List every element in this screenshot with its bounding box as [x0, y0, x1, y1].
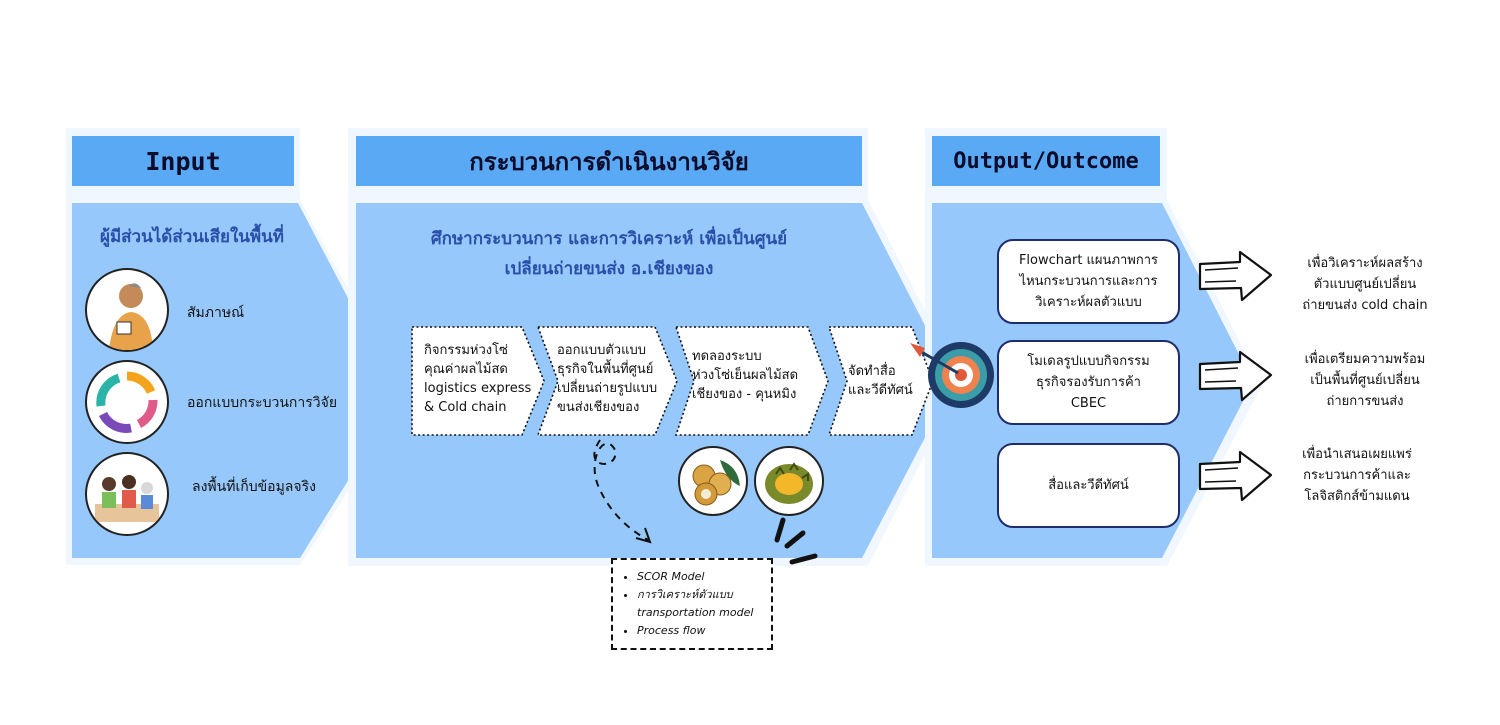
step-shape-4 — [827, 326, 934, 436]
process-header: กระบวนการดำเนินงานวิจัย — [356, 136, 862, 186]
input-header: Input — [72, 136, 294, 186]
step-shape-1 — [411, 326, 545, 436]
output-box-2-line-1: โมเดลรูปแบบกิจกรรม — [1027, 354, 1150, 369]
step-3-line-2: ห่วงโซ่เย็นผลไม้สด — [692, 368, 799, 383]
durian-fruit-icon — [754, 446, 824, 516]
step-4-line-2: และวีดีทัศน์ — [848, 383, 913, 398]
input-title: ผู้มีส่วนได้ส่วนเสียในพื้นที่ — [100, 227, 284, 247]
methods-note: SCOR Model การวิเคราะห์ตัวแบบ transporta… — [611, 558, 773, 650]
step-2-line-3: เปลี่ยนถ่ายรูปแบบ — [557, 381, 658, 396]
note-item-2: การวิเคราะห์ตัวแบบ transportation model — [637, 586, 765, 622]
output-box-3: สื่อและวีดีทัศน์ — [997, 443, 1180, 528]
output-box-1-line-3: วิเคราะห์ผลตัวแบบ — [1035, 295, 1142, 310]
note-item-1: SCOR Model — [637, 568, 765, 586]
process-title: ศึกษากระบวนการ และการวิเคราะห์ เพื่อเป็น… — [372, 224, 846, 284]
step-4-line-1: จัดทำสื่อ — [848, 364, 896, 379]
result-3-line-2: กระบวนการค้าและ — [1303, 468, 1411, 483]
result-3: เพื่อนำเสนอเผยแพร่ กระบวนการค้าและ โลจิส… — [1272, 444, 1442, 507]
step-3-line-1: ทดลองระบบ — [692, 349, 762, 364]
input-item-label-2: ออกแบบกระบวนการวิจัย — [187, 395, 338, 411]
result-2-line-2: เป็นพื้นที่ศูนย์เปลี่ยน — [1310, 373, 1420, 388]
output-header: Output/Outcome — [932, 136, 1160, 186]
target-arrow-icon — [910, 342, 994, 408]
result-3-line-3: โลจิสติกส์ข้ามแดน — [1304, 489, 1410, 504]
input-item-label-1: สัมภาษณ์ — [187, 305, 245, 321]
outline-arrow-icon-3 — [1198, 450, 1273, 502]
output-box-2-line-2: ธุรกิจรองรับการค้า — [1036, 375, 1141, 390]
result-1-line-2: ตัวแบบศูนย์เปลี่ยน — [1313, 277, 1417, 292]
result-1-line-3: ถ่ายขนส่ง cold chain — [1302, 298, 1428, 313]
process-step-4: จัดทำสื่อ และวีดีทัศน์ — [848, 362, 926, 400]
longan-fruit-icon — [678, 446, 748, 516]
interview-person-icon — [85, 268, 169, 352]
output-box-2-line-3: CBEC — [1070, 396, 1107, 411]
cycle-arrows-icon — [85, 360, 169, 444]
result-3-line-1: เพื่อนำเสนอเผยแพร่ — [1302, 447, 1412, 462]
output-box-3-line-1: สื่อและวีดีทัศน์ — [1048, 478, 1129, 493]
result-2-line-3: ถ่ายการขนส่ง — [1326, 394, 1404, 409]
output-box-1-line-1: Flowchart แผนภาพการ — [1018, 253, 1159, 268]
input-item-label-3: ลงพื้นที่เก็บข้อมูลจริง — [192, 479, 316, 495]
result-1: เพื่อวิเคราะห์ผลสร้าง ตัวแบบศูนย์เปลี่ยน… — [1280, 253, 1450, 316]
output-box-2: โมเดลรูปแบบกิจกรรม ธุรกิจรองรับการค้า CB… — [997, 340, 1180, 425]
step-2-line-1: ออกแบบตัวแบบ — [557, 343, 646, 358]
step-1-line-2: คุณค่าผลไม้สด — [424, 362, 508, 377]
step-3-line-3: เชียงของ - คุนหมิง — [692, 387, 797, 402]
process-step-3: ทดลองระบบ ห่วงโซ่เย็นผลไม้สด เชียงของ - … — [692, 347, 814, 404]
step-1-line-3: logistics express — [424, 381, 532, 396]
output-box-1: Flowchart แผนภาพการ ไหนกระบวนการและการ ว… — [997, 239, 1180, 324]
step-shape-3 — [674, 326, 829, 436]
step-2-line-2: ธุรกิจในพื้นที่ศูนย์ — [557, 362, 654, 377]
process-title-line-2: เปลี่ยนถ่ายขนส่ง อ.เชียงของ — [504, 259, 714, 279]
dashed-arrow-head — [635, 527, 652, 544]
dashed-arrow — [593, 439, 649, 541]
step-shape-2 — [536, 326, 678, 436]
result-2: เพื่อเตรียมความพร้อม เป็นพื้นที่ศูนย์เปล… — [1280, 349, 1450, 412]
result-1-line-1: เพื่อวิเคราะห์ผลสร้าง — [1307, 256, 1423, 271]
step-1-line-1: กิจกรรมห่วงโซ่ — [424, 343, 508, 358]
emphasis-marks — [774, 517, 818, 565]
result-2-line-1: เพื่อเตรียมความพร้อม — [1304, 352, 1426, 367]
output-box-1-line-2: ไหนกระบวนการและการ — [1019, 274, 1158, 289]
note-item-3: Process flow — [637, 622, 765, 640]
process-step-1: กิจกรรมห่วงโซ่ คุณค่าผลไม้สด logistics e… — [424, 341, 536, 417]
outline-arrow-icon-2 — [1198, 350, 1273, 402]
field-team-icon — [85, 452, 169, 536]
process-title-line-1: ศึกษากระบวนการ และการวิเคราะห์ เพื่อเป็น… — [430, 229, 788, 249]
process-step-2: ออกแบบตัวแบบ ธุรกิจในพื้นที่ศูนย์ เปลี่ย… — [557, 341, 667, 417]
outline-arrow-icon-1 — [1198, 250, 1273, 302]
step-1-line-4: & Cold chain — [424, 400, 507, 415]
step-2-line-4: ขนส่งเชียงของ — [557, 400, 640, 415]
